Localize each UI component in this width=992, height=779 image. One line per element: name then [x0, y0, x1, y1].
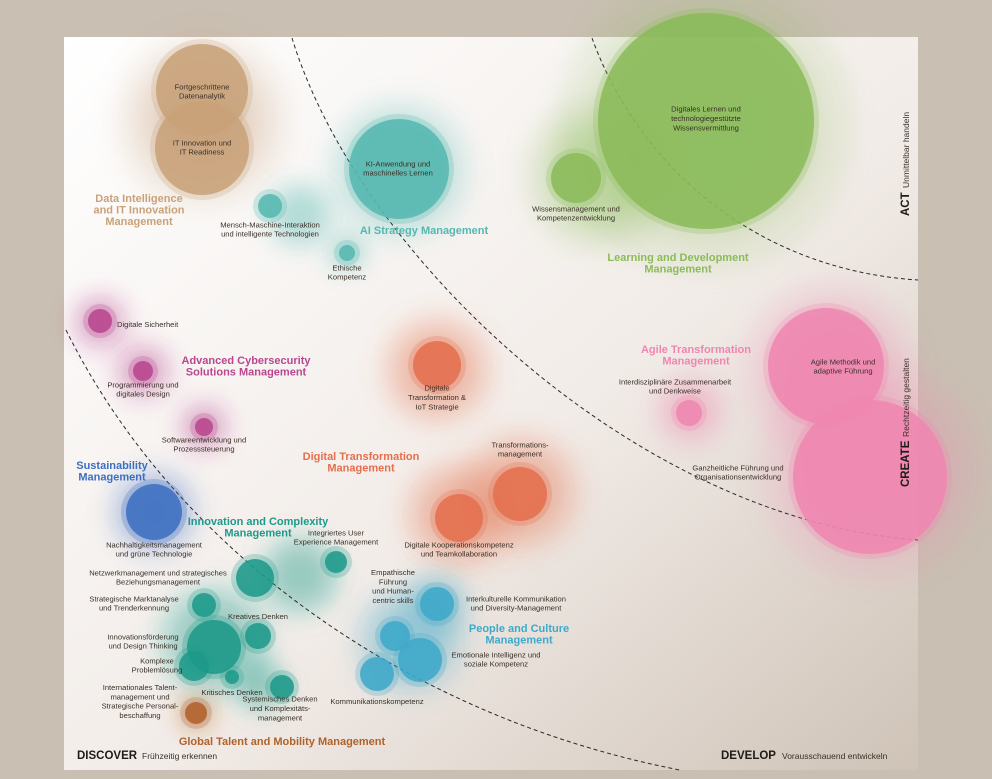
talent-bubble[interactable] — [185, 702, 207, 724]
cyber-bubble-label: Digitale Sicherheit — [117, 320, 179, 329]
people-bubble[interactable] — [360, 657, 394, 691]
innovation-bubble-label: Kritisches Denken — [201, 688, 262, 697]
innovation-bubble[interactable] — [325, 551, 347, 573]
corner-create: CREATE Rechtzeitig gestalten — [900, 358, 912, 487]
digital-bubble[interactable] — [435, 494, 483, 542]
innovation-bubble[interactable] — [192, 593, 216, 617]
corner-develop: DEVELOP Vorausschauend entwickeln — [721, 750, 888, 762]
corner-act: ACT Unmittelbar handeln — [900, 112, 912, 216]
corner-create-subtitle: Rechtzeitig gestalten — [901, 358, 911, 437]
people-bubble[interactable] — [420, 587, 454, 621]
ai-group-title: AI Strategy Management — [360, 225, 489, 237]
innovation-bubble[interactable] — [179, 651, 209, 681]
corner-discover: DISCOVER Frühzeitig erkennen — [77, 750, 217, 762]
data-bubble[interactable] — [155, 101, 249, 195]
corner-create-title: CREATE — [900, 440, 912, 487]
talent-group-title: Global Talent and Mobility Management — [179, 736, 386, 748]
people-bubble[interactable] — [380, 621, 410, 651]
learning-bubble[interactable] — [598, 13, 814, 229]
cyber-bubble[interactable] — [133, 361, 153, 381]
people-bubble-label: Kommunikationskompetenz — [330, 697, 423, 706]
corner-develop-subtitle: Vorausschauend entwickeln — [782, 751, 888, 761]
ai-halo — [277, 192, 323, 238]
digital-bubble[interactable] — [413, 341, 461, 389]
sustain-bubble[interactable] — [126, 484, 182, 540]
digital-bubble[interactable] — [493, 467, 547, 521]
innovation-bubble[interactable] — [236, 559, 274, 597]
corner-discover-subtitle: Frühzeitig erkennen — [142, 751, 217, 761]
digital-bubble-label: Transformations-management — [491, 440, 549, 458]
cyber-bubble[interactable] — [195, 418, 213, 436]
corner-discover-title: DISCOVER — [77, 750, 138, 762]
innovation-bubble[interactable] — [225, 670, 239, 684]
boundary-develop — [65, 329, 681, 771]
agile-bubble[interactable] — [793, 400, 947, 554]
corner-act-subtitle: Unmittelbar handeln — [901, 112, 911, 188]
agile-bubble[interactable] — [768, 308, 884, 424]
people-bubble[interactable] — [398, 638, 442, 682]
ai-bubble[interactable] — [258, 194, 282, 218]
innovation-bubble-label: Kreatives Denken — [228, 612, 288, 621]
agile-bubble[interactable] — [676, 400, 702, 426]
boundary-create — [291, 37, 919, 541]
innovation-bubble[interactable] — [270, 675, 294, 699]
bubbles-layer — [83, 8, 952, 729]
ai-bubble[interactable] — [349, 119, 449, 219]
innovation-halo — [273, 548, 327, 602]
innovation-bubble[interactable] — [245, 623, 271, 649]
innovation-halo — [242, 667, 278, 703]
learning-bubble[interactable] — [551, 153, 601, 203]
corner-develop-title: DEVELOP — [721, 750, 776, 762]
cyber-bubble[interactable] — [88, 309, 112, 333]
ai-bubble[interactable] — [339, 245, 355, 261]
corner-act-title: ACT — [900, 192, 912, 216]
